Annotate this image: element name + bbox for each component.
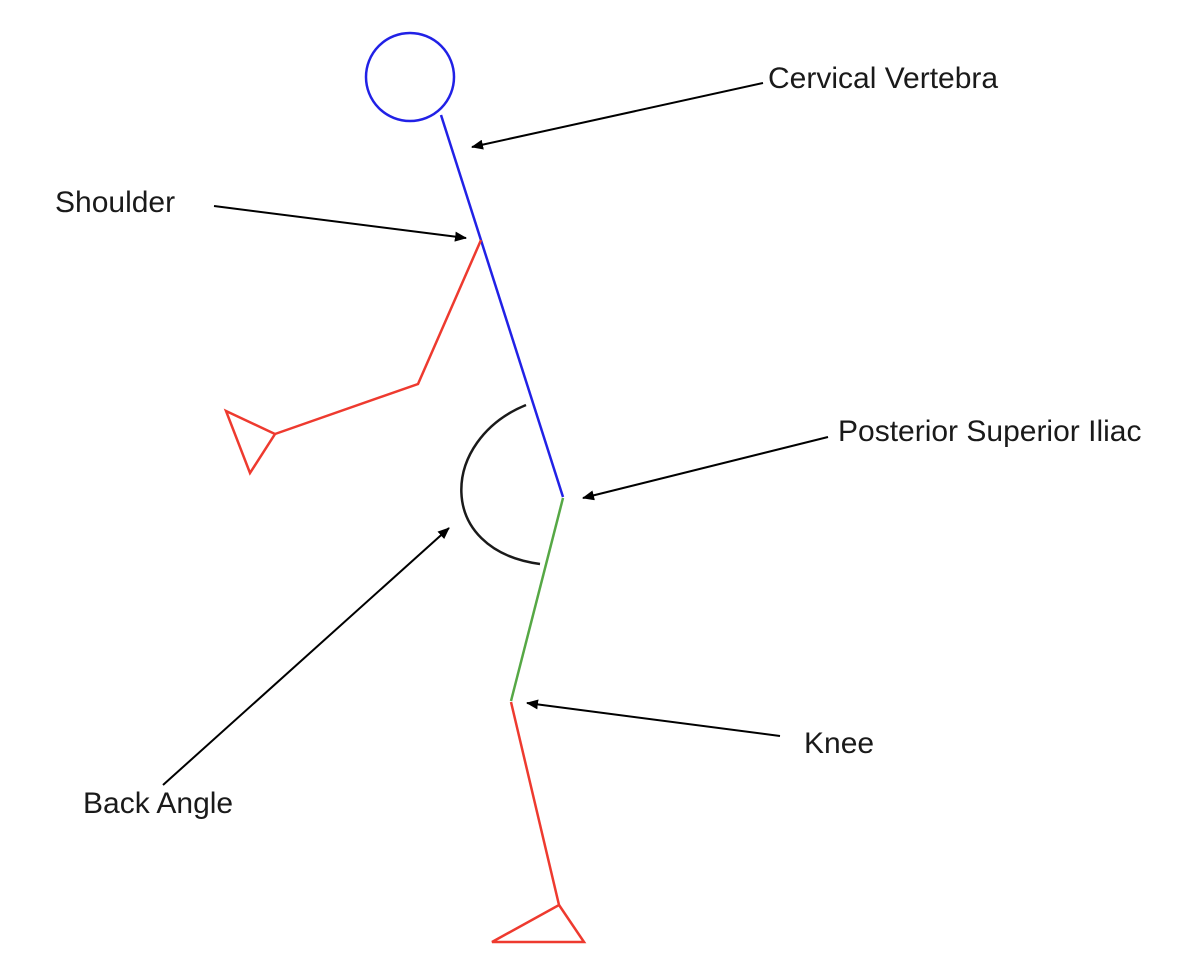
back-angle-arrow [163, 528, 449, 785]
foot-triangle [492, 905, 584, 942]
shoulder-arrow [214, 206, 466, 238]
posterior-superior-iliac-label: Posterior Superior Iliac [838, 415, 1141, 448]
knee-label: Knee [804, 727, 874, 760]
back-angle-label: Back Angle [83, 787, 233, 820]
arm-line [275, 240, 481, 434]
thigh-line [511, 498, 563, 701]
cervical-vertebra-label: Cervical Vertebra [768, 62, 998, 95]
spine-line [441, 115, 563, 497]
cervical-vertebra-arrow [472, 83, 763, 147]
head-circle [366, 33, 454, 121]
posterior-superior-iliac-arrow [583, 437, 828, 498]
knee-arrow [527, 703, 780, 736]
hand-triangle [226, 411, 275, 473]
back-angle-arc [461, 405, 540, 564]
shoulder-label: Shoulder [55, 186, 175, 219]
lower-leg-line [511, 702, 559, 905]
